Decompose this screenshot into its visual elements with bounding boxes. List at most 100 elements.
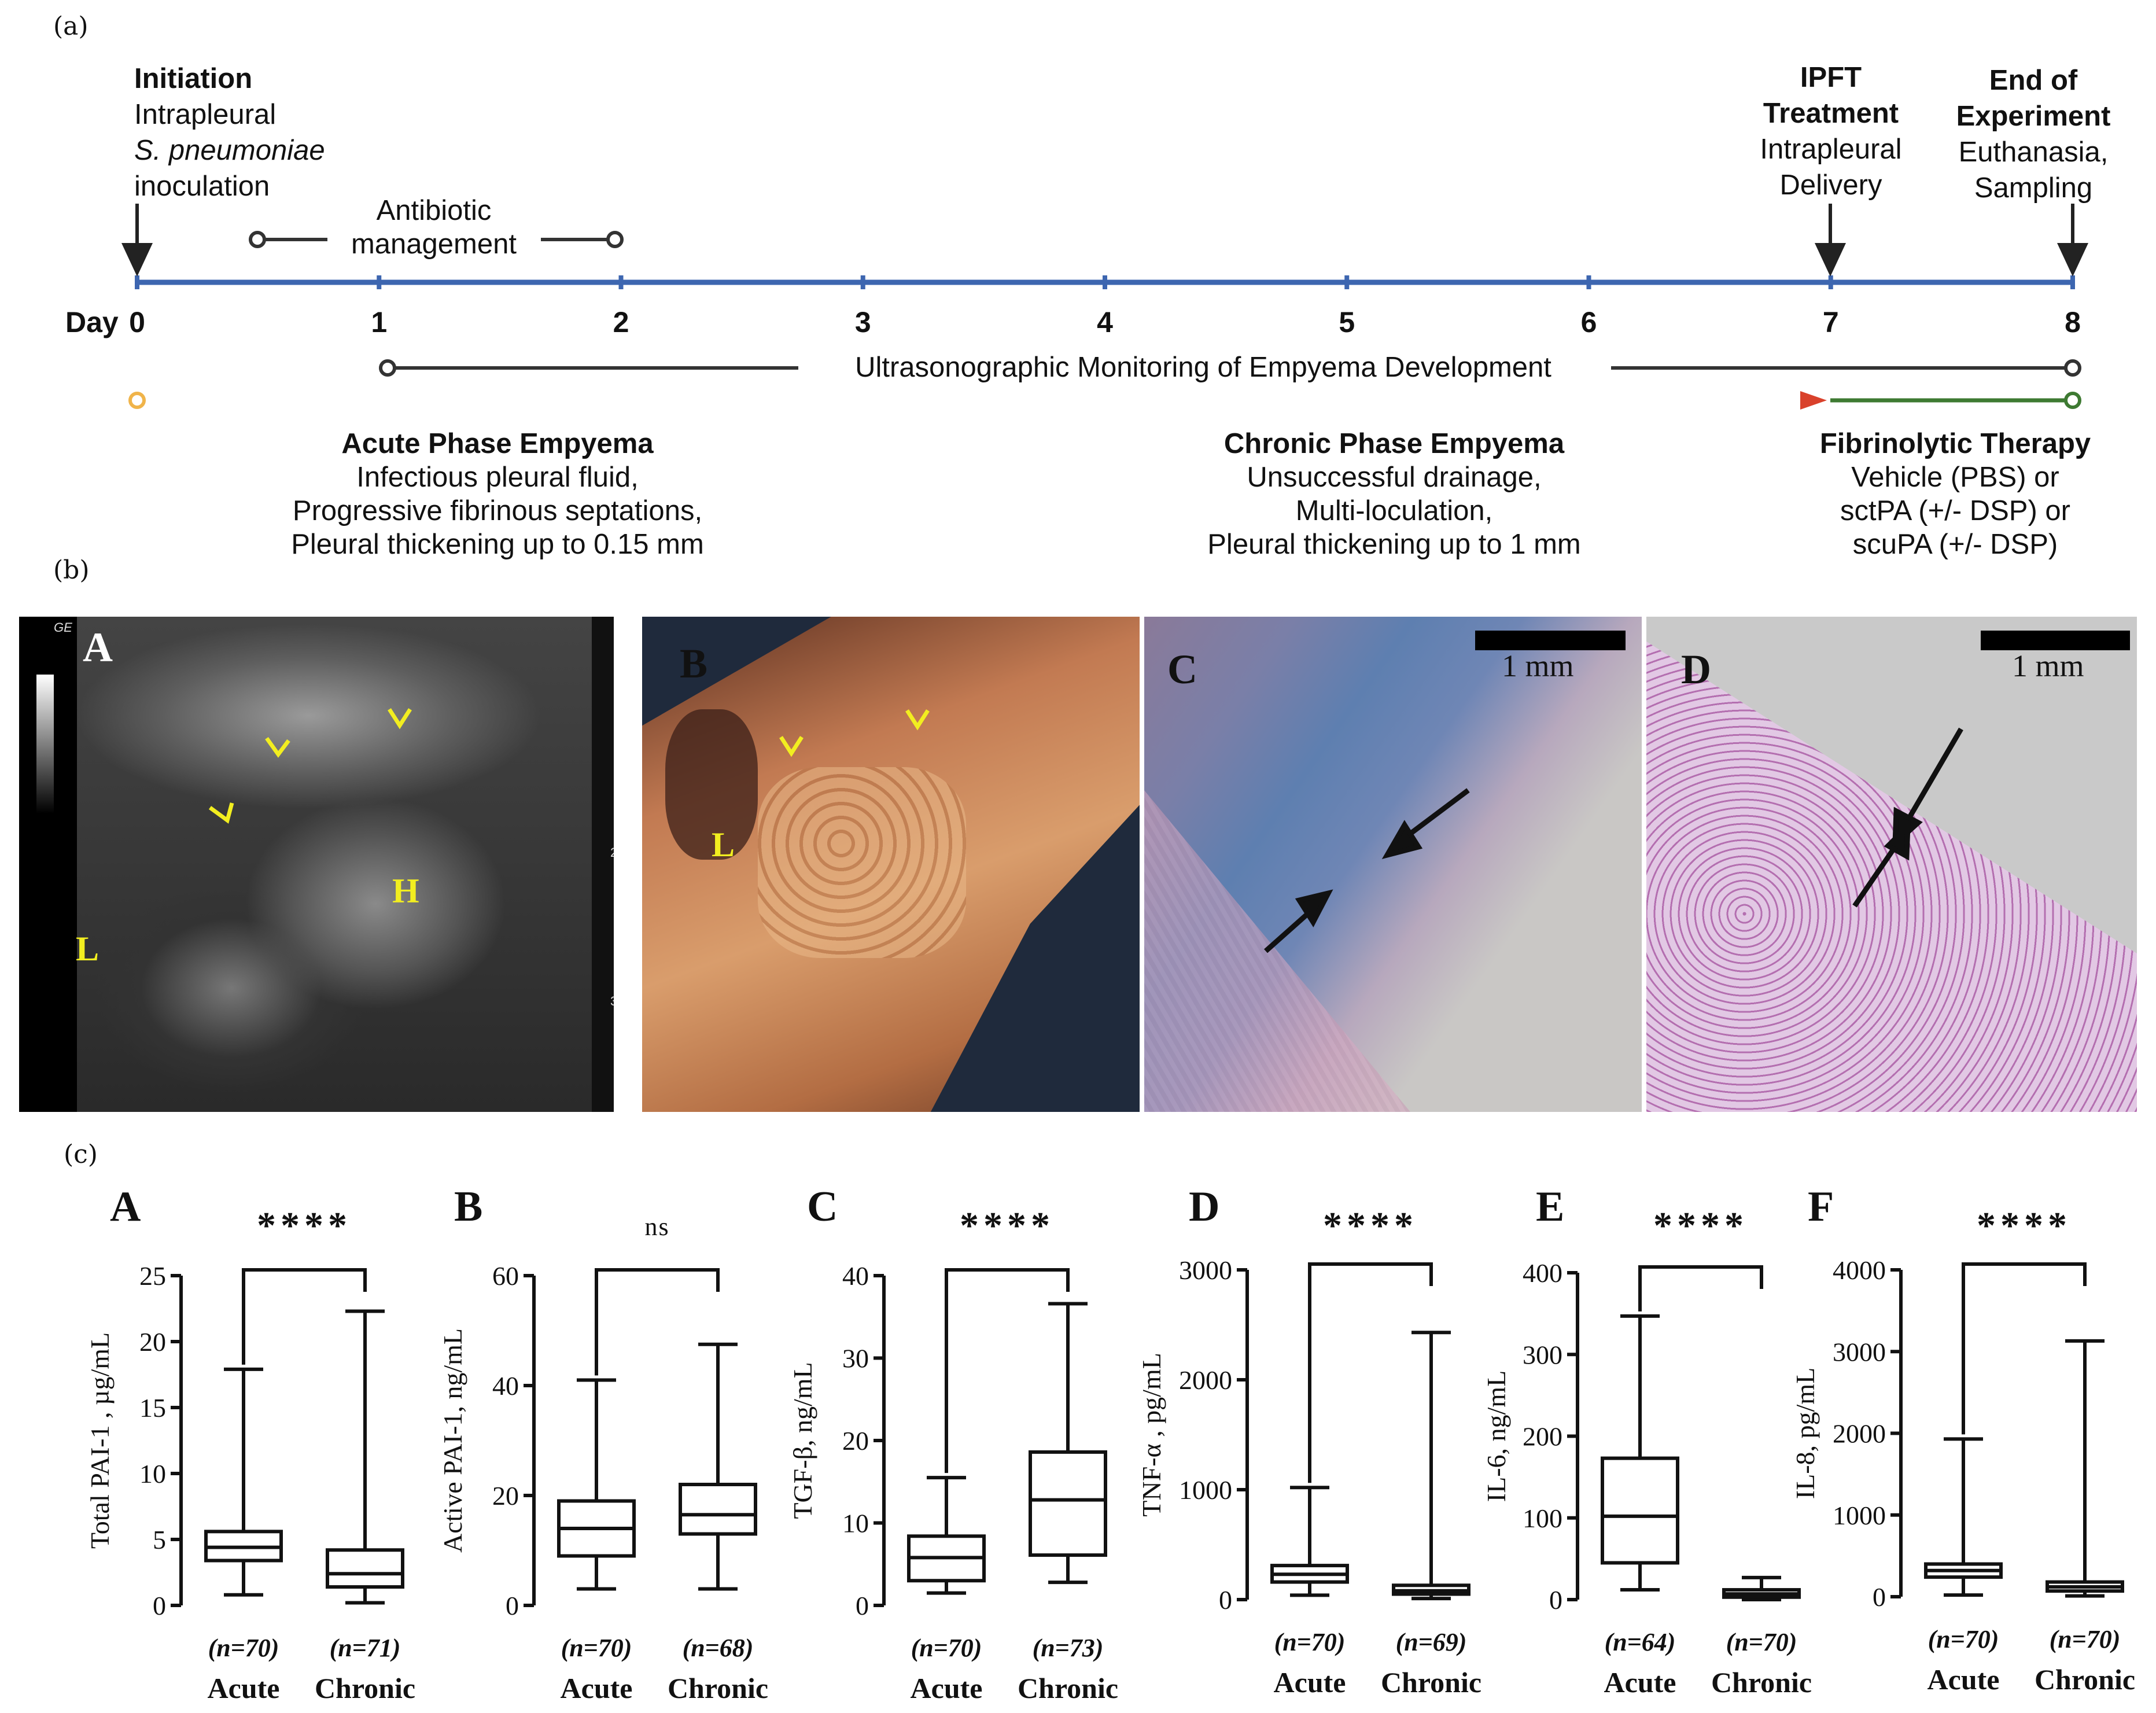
scale-bar — [1981, 631, 2130, 650]
chronic-line2: Multi-loculation, — [1295, 495, 1493, 526]
y-tick-label: 0 — [1873, 1582, 1886, 1612]
category-label: Chronic — [315, 1672, 415, 1704]
significance-label: **** — [1977, 1204, 2072, 1247]
y-tick-label: 1000 — [1833, 1501, 1886, 1530]
significance-bracket — [1962, 1262, 2087, 1435]
acute-title: Acute Phase Empyema — [341, 428, 654, 459]
n-label: (n=71) — [330, 1634, 401, 1662]
acute-line3: Pleural thickening up to 0.15 mm — [291, 529, 704, 560]
initiation-title: Initiation — [134, 63, 253, 94]
chronic-line1: Unsuccessful drainage, — [1247, 462, 1542, 493]
label-l-ultrasound: L — [76, 930, 99, 968]
y-tick-label: 60 — [492, 1261, 519, 1291]
day-label: 3 — [854, 306, 871, 338]
y-tick-label: 0 — [506, 1591, 519, 1620]
n-label: (n=64) — [1605, 1628, 1676, 1656]
histology-d-arrows — [1852, 727, 1963, 908]
category-label: Chronic — [668, 1672, 768, 1704]
ipft-title2: Treatment — [1763, 98, 1899, 129]
depth-scale — [592, 617, 614, 1112]
n-label: (n=69) — [1396, 1628, 1467, 1656]
n-label: (n=70) — [911, 1634, 982, 1662]
end-block: End of Experiment Euthanasia, Sampling — [1921, 62, 2146, 206]
image-letter-b: B — [680, 640, 708, 687]
acute-block: Acute Phase Empyema Infectious pleural f… — [237, 427, 758, 561]
y-tick-label: 200 — [1523, 1422, 1562, 1452]
y-tick-label: 40 — [492, 1371, 519, 1401]
image-letter-c: C — [1167, 646, 1197, 692]
chart-panel-letter: B — [454, 1183, 482, 1231]
arrowhead-icon — [779, 736, 804, 757]
n-label: (n=70) — [1274, 1628, 1346, 1656]
significance-label: **** — [960, 1204, 1055, 1247]
ge-logo: GE — [54, 620, 72, 635]
end-line2: Sampling — [1974, 172, 2093, 204]
category-label: Acute — [1604, 1666, 1676, 1699]
n-label: (n=68) — [683, 1634, 754, 1662]
chronic-title: Chronic Phase Empyema — [1223, 428, 1565, 459]
y-axis-label: IL-8, pg/mL — [1790, 1368, 1820, 1499]
end-title2: Experiment — [1956, 101, 2111, 132]
day-label: 4 — [1097, 306, 1113, 338]
y-axis-label: TNF-α , pg/mL — [1137, 1353, 1166, 1516]
significance-label: ns — [644, 1213, 669, 1241]
category-label: Chronic — [1711, 1666, 1812, 1699]
chart-panel-letter: C — [807, 1183, 838, 1231]
arrowhead-icon — [265, 736, 290, 758]
antibiotic-line2: management — [351, 229, 517, 260]
category-label: Chronic — [1018, 1672, 1118, 1704]
y-tick-label: 0 — [1219, 1585, 1232, 1615]
ultrasound-image: GE 2 3 A L H — [19, 617, 614, 1112]
n-label: (n=70) — [2050, 1625, 2121, 1653]
initiation-arrow-icon — [121, 204, 153, 277]
timeline-graphic — [121, 204, 2088, 410]
day-label: 8 — [2065, 306, 2081, 338]
significance-label: **** — [1323, 1204, 1418, 1247]
significance-label: **** — [1653, 1204, 1748, 1247]
ipft-arrow-icon — [1815, 204, 1846, 277]
box — [679, 1483, 757, 1536]
y-tick-label: 100 — [1523, 1504, 1562, 1533]
y-axis-label: IL-6, ng/mL — [1481, 1371, 1511, 1502]
day-label: 1 — [371, 306, 388, 338]
fibrinolytic-block: Fibrinolytic Therapy Vehicle (PBS) or sc… — [1770, 427, 2140, 561]
arrowhead-icon — [905, 709, 930, 731]
antibiotic-label: Antibiotic management — [324, 194, 544, 261]
end-line1: Euthanasia, — [1958, 137, 2109, 168]
significance-bracket — [242, 1268, 367, 1365]
y-tick-label: 0 — [1549, 1585, 1562, 1615]
histology-he-image: D 1 mm — [1646, 617, 2137, 1112]
y-tick-label: 15 — [139, 1393, 166, 1423]
fibrinolytic-title: Fibrinolytic Therapy — [1819, 428, 2091, 459]
panel-label-c: (c) — [64, 1140, 98, 1169]
significance-bracket — [945, 1268, 1070, 1473]
fibrinolytic-line1: Vehicle (PBS) or — [1851, 462, 2059, 493]
image-letter-a: A — [83, 624, 113, 671]
significance-bracket — [595, 1268, 720, 1376]
category-label: Acute — [1927, 1663, 2000, 1696]
initiation-line1: Intrapleural — [134, 99, 277, 130]
depth-mark-3: 3 — [610, 994, 614, 1009]
day-label: 0 — [129, 306, 145, 338]
category-label: Acute — [1274, 1666, 1346, 1699]
y-tick-label: 2000 — [1179, 1365, 1232, 1395]
category-label: Chronic — [1381, 1666, 1481, 1699]
day-label: 5 — [1339, 306, 1355, 338]
arrow-icon — [1902, 727, 1963, 828]
y-axis-label: Total PAI-1 , µg/mL — [85, 1332, 115, 1549]
y-tick-label: 40 — [842, 1261, 869, 1291]
histology-trichrome-image: C 1 mm — [1144, 617, 1642, 1112]
scale-label-d: 1 mm — [2012, 649, 2084, 683]
y-tick-label: 300 — [1523, 1340, 1562, 1369]
panel-label-a: (a) — [53, 12, 89, 41]
n-label: (n=70) — [1928, 1625, 1999, 1653]
y-tick-label: 1000 — [1179, 1475, 1232, 1505]
end-title1: End of — [1989, 65, 2078, 96]
acute-line2: Progressive fibrinous septations, — [292, 495, 703, 526]
scale-label-c: 1 mm — [1502, 649, 1574, 683]
day-label: 2 — [613, 306, 629, 338]
ipft-line1: Intrapleural — [1760, 134, 1902, 165]
y-tick-label: 10 — [139, 1459, 166, 1489]
y-tick-label: 20 — [492, 1481, 519, 1511]
